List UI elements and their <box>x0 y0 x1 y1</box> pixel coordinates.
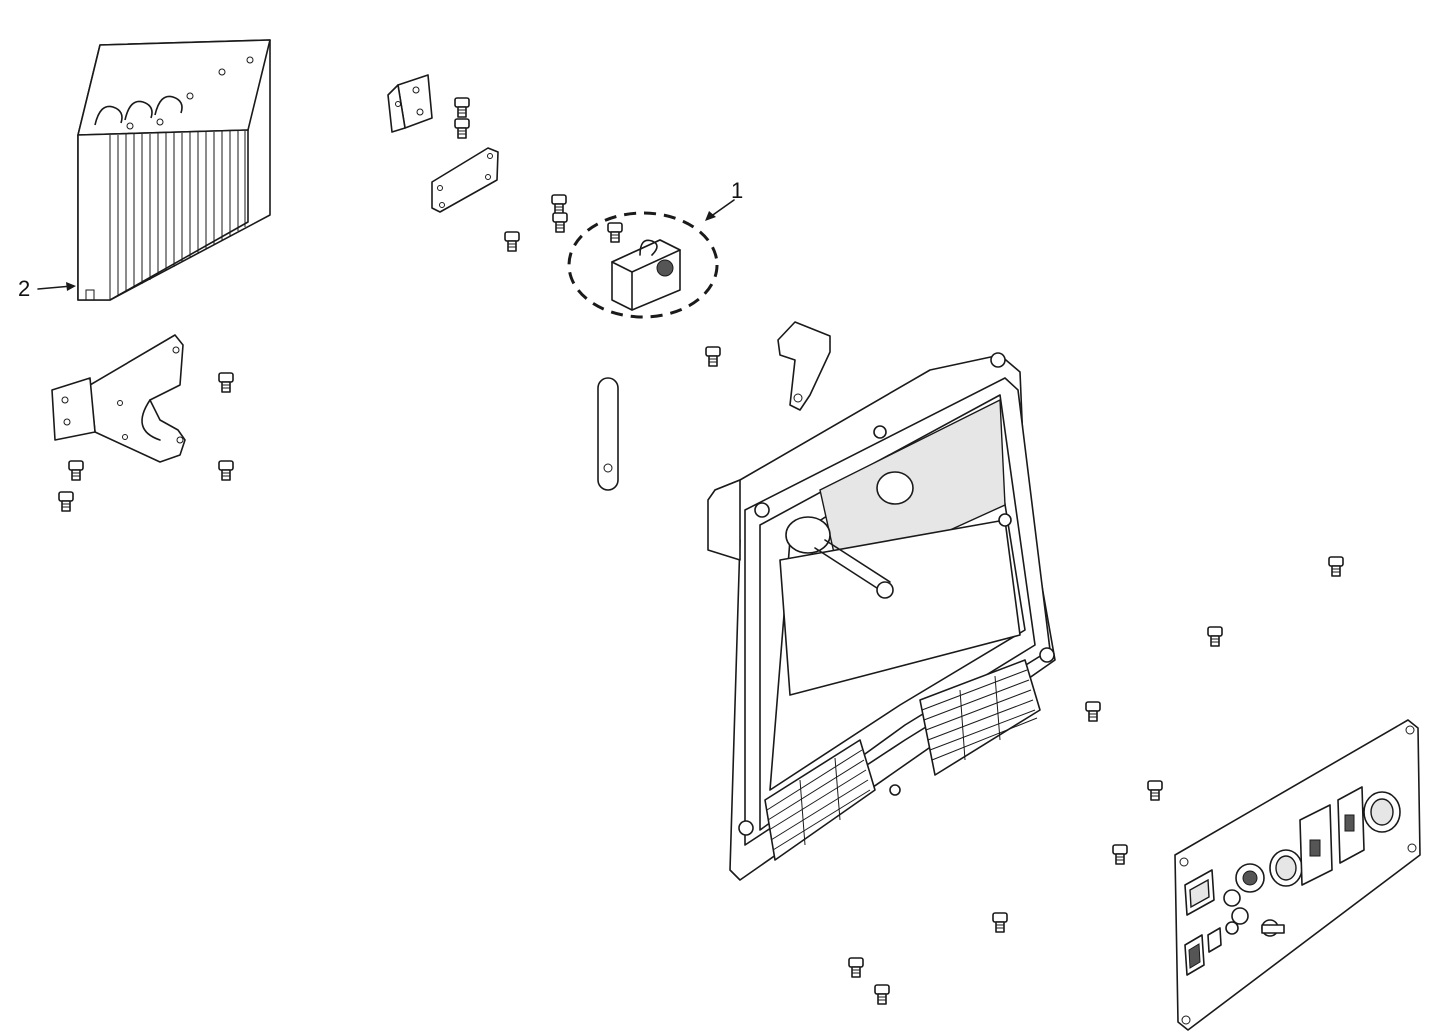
screw <box>552 212 568 233</box>
breaker-button <box>1225 921 1239 935</box>
screw <box>218 460 234 481</box>
callout-2-arrow <box>66 282 76 291</box>
screw <box>218 372 234 393</box>
breaker-button <box>1223 889 1241 907</box>
vent-slats-lower <box>766 749 871 851</box>
callout-2-label: 2 <box>18 276 30 301</box>
gfci-outlet <box>1337 786 1365 864</box>
screw <box>1112 844 1128 865</box>
corner-bracket <box>387 74 433 133</box>
housing-frame <box>707 352 1056 881</box>
hook-bracket <box>777 321 831 411</box>
screw <box>1328 556 1344 577</box>
screw <box>454 97 470 118</box>
inverter-heatsink <box>77 39 271 301</box>
breaker-button <box>1231 907 1249 925</box>
screw <box>551 194 567 215</box>
vent-slats-upper <box>921 669 1038 761</box>
round-receptacle <box>1363 791 1401 833</box>
screw <box>504 231 520 252</box>
screw <box>1085 701 1101 722</box>
screw <box>68 460 84 481</box>
heatsink-top-bumps <box>94 56 254 130</box>
callout-1-label: 1 <box>731 178 743 203</box>
mounting-bracket <box>51 334 186 463</box>
terminal-post <box>1261 919 1285 937</box>
control-panel <box>1174 719 1421 1031</box>
screw <box>874 984 890 1005</box>
heatsink-fins <box>109 131 246 300</box>
gfci-outlet <box>1299 804 1333 886</box>
screw <box>848 957 864 978</box>
screw <box>992 912 1008 933</box>
power-switch <box>1184 934 1205 976</box>
screw <box>607 222 623 243</box>
highlight-circle <box>567 211 719 319</box>
screw <box>1207 626 1223 647</box>
callout-1: 1 <box>705 178 743 221</box>
display-window <box>1184 869 1215 916</box>
dc-outlet <box>1235 863 1265 893</box>
slotted-strip <box>597 377 619 491</box>
screw <box>58 491 74 512</box>
cover-plate <box>431 147 499 213</box>
small-switch <box>1207 927 1222 953</box>
screw <box>454 118 470 139</box>
control-module <box>607 222 681 311</box>
round-outlet <box>1269 849 1303 887</box>
callout-1-arrow <box>705 211 716 221</box>
screw <box>1147 780 1163 801</box>
screw <box>705 346 721 367</box>
callout-2: 2 <box>18 276 76 301</box>
